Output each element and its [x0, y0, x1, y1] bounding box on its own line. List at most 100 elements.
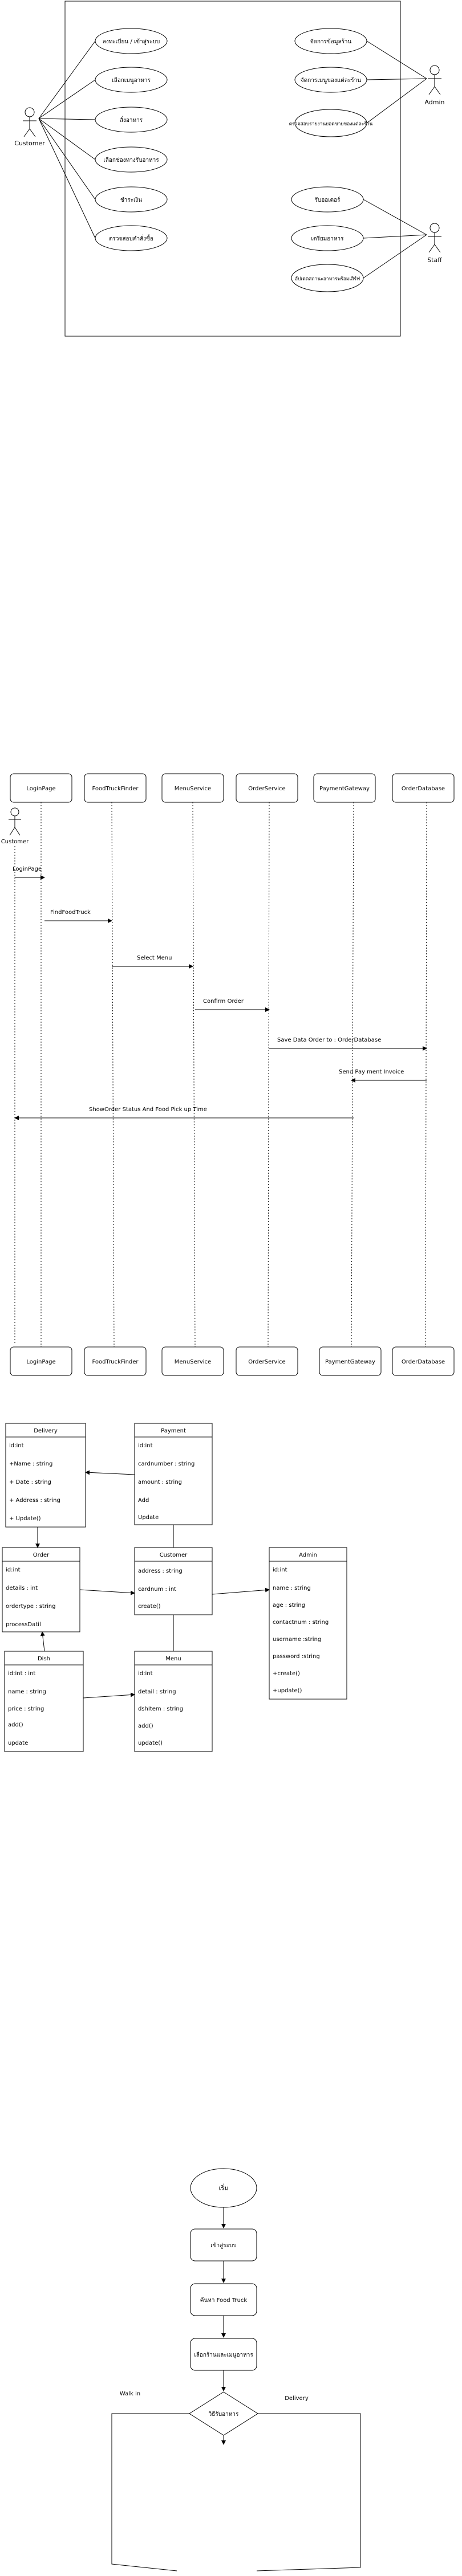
svg-text:password :string: password :string: [273, 1654, 320, 1660]
lifeline-head-loginpage: LoginPage: [10, 773, 72, 803]
lifeline-head-menuservice: MenuService: [161, 773, 224, 803]
svg-text:name : string: name : string: [8, 1689, 46, 1695]
uc-staff-3: อัปเดตสถานะอาหารพร้อมเสิร์ฟ: [291, 264, 364, 292]
lifeline-foodtruckfinder: [111, 802, 115, 1348]
class-customer: Customer address : string cardnum : int …: [134, 1547, 213, 1615]
lifeline-tail-menuservice: MenuService: [161, 1346, 224, 1376]
svg-text:contactnum : string: contactnum : string: [273, 1619, 329, 1626]
svg-text:price : string: price : string: [8, 1706, 44, 1712]
lifeline-tail-paymentgateway: PaymentGateway: [319, 1346, 382, 1376]
class-menu: Menu id:int detail : string dshItem : st…: [134, 1651, 213, 1752]
svg-text:OrderService: OrderService: [248, 786, 285, 792]
uc-customer-links: [38, 40, 96, 239]
svg-text:Select Menu: Select Menu: [137, 955, 172, 961]
uc-admin-3: ตรวจสอบรายงานยอดขายของแต่ละร้าน: [289, 109, 373, 137]
uc-staff-2: เตรียมอาหาร: [291, 225, 364, 251]
svg-text:OrderDatabase: OrderDatabase: [402, 786, 445, 792]
svg-text:สั่งอาหาร: สั่งอาหาร: [120, 116, 143, 124]
svg-text:+ Address : string: + Address : string: [9, 1497, 60, 1504]
class-relationships: [35, 1470, 270, 1699]
flow-start: เริ่ม: [190, 2168, 257, 2208]
svg-text:FindFoodTruck: FindFoodTruck: [50, 909, 91, 916]
flow-decision: วิธีรับอาหาร: [189, 2391, 258, 2436]
svg-text:+create(): +create(): [273, 1671, 300, 1677]
flow-delivery-path: [256, 2413, 361, 2571]
svg-text:จัดการข้อมูลร้าน: จัดการข้อมูลร้าน: [310, 38, 352, 45]
uc-admin-links: [366, 40, 427, 124]
flowchart: เริ่ม เข้าสู่ระบบ ค้นหา Food Truck เลือก…: [111, 2168, 361, 2571]
usecase-diagram: Customer ลงทะเบียน / เข้าสู่ระบบ เลือกเม…: [14, 1, 445, 337]
lifeline-tail-loginpage: LoginPage: [10, 1346, 72, 1376]
svg-text:details : int: details : int: [6, 1585, 38, 1591]
svg-text:ShowOrder Status And Food Pick: ShowOrder Status And Food Pick up Time: [89, 1107, 207, 1113]
actor-staff: Staff: [427, 223, 442, 264]
svg-text:OrderDatabase: OrderDatabase: [402, 1359, 445, 1365]
svg-text:address : string: address : string: [138, 1568, 183, 1574]
lifeline-orderdatabase: [425, 802, 427, 1348]
svg-text:id:int: id:int: [138, 1443, 153, 1449]
svg-text:ตรวจสอบคำสั่งซื้อ: ตรวจสอบคำสั่งซื้อ: [109, 234, 153, 242]
svg-text:id:int: id:int: [6, 1567, 21, 1573]
class-order: Order id:int details : int ordertype : s…: [2, 1547, 80, 1632]
lifeline-menuservice: [192, 802, 196, 1348]
svg-text:เลือกร้านและเมนูอาหาร: เลือกร้านและเมนูอาหาร: [194, 2352, 253, 2358]
lifeline-tail-orderservice: OrderService: [236, 1346, 298, 1376]
flow-walkin-path: [111, 2413, 189, 2571]
svg-text:update(): update(): [138, 1740, 163, 1746]
actor-admin-label: Admin: [424, 99, 444, 106]
svg-text:ชำระเงิน: ชำระเงิน: [120, 197, 142, 203]
svg-text:amount : string: amount : string: [138, 1479, 182, 1485]
svg-text:Customer: Customer: [160, 1552, 188, 1558]
svg-text:add(): add(): [8, 1722, 23, 1728]
msg-confirm-order: Confirm Order: [195, 998, 270, 1012]
uc-left-1: ลงทะเบียน / เข้าสู่ระบบ: [95, 28, 168, 54]
uc-left-4: เลือกช่องทางรับอาหาร: [95, 146, 168, 173]
svg-text:id:int: id:int: [138, 1671, 153, 1677]
msg-send-payment-invoice: Send Pay ment Invoice: [339, 1069, 427, 1083]
svg-text:จัดการเมนูของแต่ละร้าน: จัดการเมนูของแต่ละร้าน: [301, 77, 361, 84]
uc-staff-1: รับออเดอร์: [291, 186, 364, 213]
svg-text:Customer: Customer: [1, 839, 29, 845]
actor-admin: Admin: [424, 65, 445, 106]
svg-text:LoginPage: LoginPage: [26, 1359, 55, 1365]
class-payment: Payment id:int cardnumber : string amoun…: [134, 1423, 213, 1525]
svg-text:MenuService: MenuService: [175, 786, 211, 792]
sequence-diagram: LoginPage FoodTruckFinder MenuService Or…: [1, 773, 455, 1376]
lifeline-head-paymentgateway: PaymentGateway: [313, 773, 376, 803]
svg-text:LoginPage: LoginPage: [26, 786, 55, 792]
class-admin: Admin id:int name : string age : string …: [269, 1547, 347, 1700]
lifeline-orderservice: [268, 802, 270, 1348]
svg-text:Dish: Dish: [38, 1656, 50, 1662]
lifeline-tail-foodtruckfinder: FoodTruckFinder: [84, 1346, 147, 1376]
svg-text:id:int: id:int: [273, 1567, 287, 1573]
svg-text:Update: Update: [138, 1514, 159, 1521]
svg-text:id:int : int: id:int : int: [8, 1671, 35, 1677]
svg-text:Send Pay ment Invoice: Send Pay ment Invoice: [339, 1069, 404, 1075]
svg-text:ordertype : string: ordertype : string: [6, 1603, 55, 1610]
flow-step-login: เข้าสู่ระบบ: [190, 2228, 257, 2261]
svg-text:เลือกช่องทางรับอาหาร: เลือกช่องทางรับอาหาร: [103, 157, 159, 164]
svg-text:Payment: Payment: [161, 1428, 186, 1434]
class-dish: Dish id:int : int name : string price : …: [4, 1651, 84, 1752]
flow-branch-delivery: Delivery: [285, 2395, 309, 2402]
flow-branch-walkin: Walk in: [120, 2391, 140, 2397]
svg-text:Save Data Order to : OrderData: Save Data Order to : OrderDatabase: [277, 1037, 381, 1043]
svg-text:รับออเดอร์: รับออเดอร์: [314, 197, 341, 203]
svg-text:add(): add(): [138, 1723, 153, 1729]
svg-text:name : string: name : string: [273, 1585, 311, 1591]
actor-customer: Customer: [14, 107, 45, 147]
svg-text:Confirm Order: Confirm Order: [203, 998, 244, 1005]
svg-text:Delivery: Delivery: [34, 1428, 58, 1434]
uc-staff-links: [363, 199, 427, 279]
svg-text:ลงทะเบียน / เข้าสู่ระบบ: ลงทะเบียน / เข้าสู่ระบบ: [103, 38, 160, 45]
svg-text:Order: Order: [33, 1552, 50, 1558]
svg-text:+ Date : string: + Date : string: [9, 1479, 51, 1485]
svg-text:FoodTruckFinder: FoodTruckFinder: [92, 1359, 139, 1365]
svg-text:age : string: age : string: [273, 1602, 305, 1609]
uc-admin-1: จัดการข้อมูลร้าน: [294, 28, 367, 54]
svg-text:PaymentGateway: PaymentGateway: [319, 786, 370, 792]
svg-text:detail : string: detail : string: [138, 1689, 176, 1695]
svg-text:OrderService: OrderService: [248, 1359, 285, 1365]
svg-text:Add: Add: [138, 1497, 149, 1504]
svg-text:Admin: Admin: [299, 1552, 317, 1558]
